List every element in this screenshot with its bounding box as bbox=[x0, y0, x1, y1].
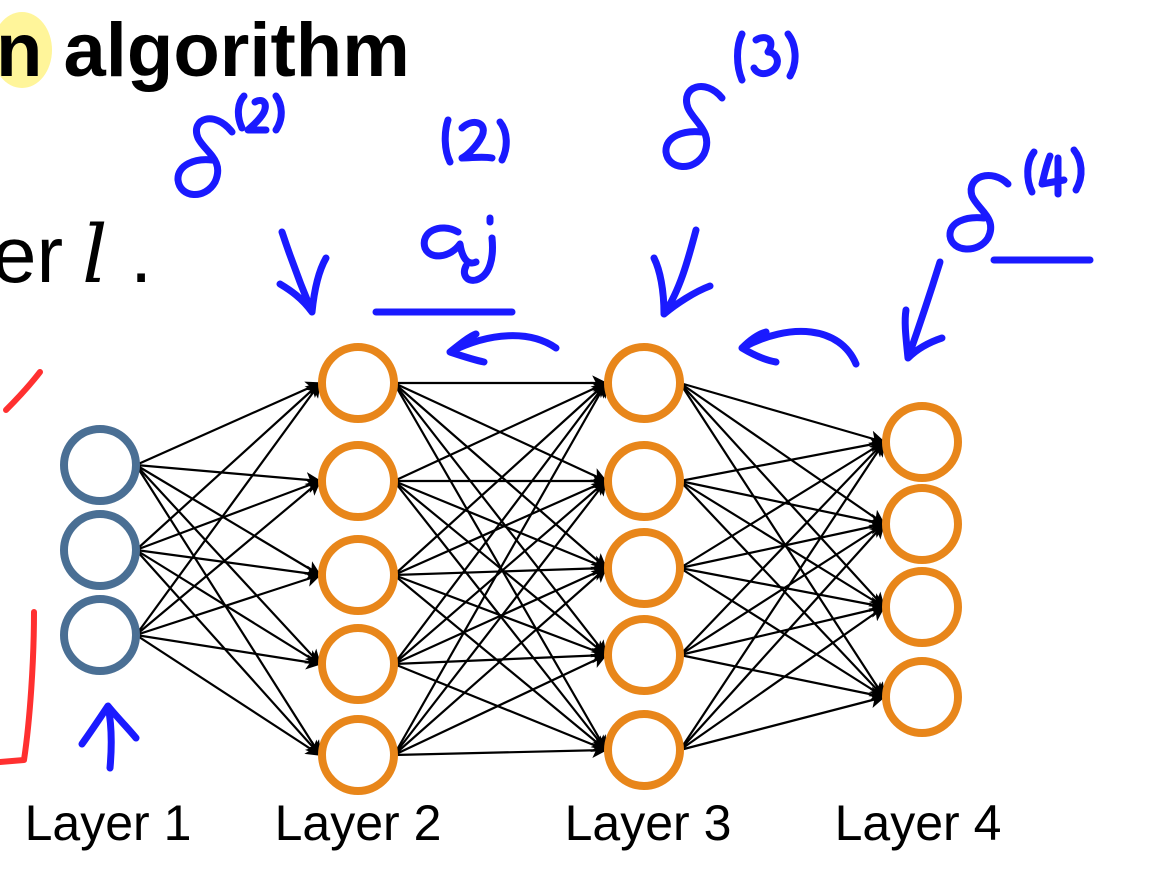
body-partial-word: er bbox=[0, 210, 63, 299]
a-j-l-handwritten bbox=[372, 116, 516, 316]
connection-l3-4-to-l4-3 bbox=[679, 602, 886, 657]
connection-l3-2-to-l4-2 bbox=[679, 479, 886, 529]
connection-l2-5-to-l3-5 bbox=[393, 742, 608, 759]
neuron-layer2-unit2 bbox=[318, 441, 398, 521]
connection-l2-4-to-l3-5 bbox=[393, 662, 608, 752]
delta-2-arrow bbox=[276, 228, 330, 316]
connection-l2-1-to-l3-4 bbox=[393, 382, 607, 657]
neuron-layer1-unit1 bbox=[60, 425, 140, 505]
handwritten-annotations bbox=[78, 30, 1094, 772]
neuron-layer1-unit2 bbox=[60, 510, 140, 590]
connection-l1-1-to-l2-4 bbox=[135, 464, 322, 666]
neuron-layer3-unit1 bbox=[604, 343, 684, 423]
connection-l2-4-to-l3-4 bbox=[393, 647, 608, 666]
input-up-arrow bbox=[78, 702, 140, 772]
layer-label-2: Layer 2 bbox=[275, 795, 442, 851]
connection-l1-2-to-l2-2 bbox=[135, 478, 322, 552]
neuron-layer3-unit2 bbox=[604, 441, 684, 521]
layer-label-3: Layer 3 bbox=[565, 795, 732, 851]
neuron-layer2-unit5 bbox=[318, 715, 398, 795]
neuron-layer4-unit1 bbox=[882, 402, 962, 482]
connection-l1-2-to-l2-1 bbox=[135, 381, 322, 551]
connection-l3-2-to-l4-3 bbox=[679, 480, 886, 608]
connection-l1-2-to-l2-4 bbox=[135, 549, 322, 665]
connection-l1-3-to-l2-1 bbox=[135, 381, 321, 636]
connection-l3-1-to-l4-1 bbox=[679, 381, 886, 446]
connection-l2-3-to-l3-2 bbox=[393, 479, 608, 577]
connection-l1-2-to-l2-3 bbox=[135, 548, 322, 581]
delta-3-arrow bbox=[650, 226, 714, 318]
connection-l1-3-to-l2-4 bbox=[135, 633, 322, 670]
connection-l3-4-to-l4-1 bbox=[679, 440, 886, 656]
connection-l2-4-to-l3-1 bbox=[393, 381, 607, 665]
connection-l1-1-to-l2-5 bbox=[135, 464, 321, 757]
layer-labels: Layer 1 Layer 2 Layer 3 Layer 4 bbox=[25, 795, 1002, 851]
connection-l3-1-to-l4-4 bbox=[679, 382, 885, 699]
connection-l3-3-to-l4-4 bbox=[679, 567, 886, 698]
connection-l2-4-to-l3-3 bbox=[393, 566, 608, 666]
title-text: n algorithm bbox=[0, 8, 410, 93]
math-variable-l: l bbox=[82, 208, 108, 301]
slide-title: n algorithm bbox=[0, 8, 410, 93]
neuron-layer1-unit3 bbox=[60, 595, 140, 675]
network-neurons bbox=[60, 343, 962, 795]
connection-l1-3-to-l2-2 bbox=[135, 480, 322, 636]
delta-3-handwritten bbox=[662, 30, 799, 170]
body-text-line: er l . bbox=[0, 208, 152, 301]
delta-4-handwritten bbox=[946, 146, 1094, 264]
connection-l2-5-to-l3-2 bbox=[393, 479, 607, 756]
delta-4-arrow bbox=[901, 258, 946, 362]
neuron-layer2-unit4 bbox=[318, 624, 398, 704]
connection-l2-5-to-l3-3 bbox=[393, 566, 608, 756]
connection-l1-3-to-l2-5 bbox=[135, 634, 322, 756]
connection-l3-5-to-l4-4 bbox=[679, 693, 886, 752]
neuron-layer2-unit1 bbox=[318, 343, 398, 423]
body-period: . bbox=[130, 210, 152, 299]
neuron-layer4-unit4 bbox=[882, 657, 962, 737]
connection-l2-2-to-l3-1 bbox=[393, 381, 608, 482]
neuron-layer2-unit3 bbox=[318, 535, 398, 615]
title-highlight bbox=[0, 12, 52, 88]
connection-l2-5-to-l3-1 bbox=[393, 381, 607, 756]
connection-l1-1-to-l2-3 bbox=[135, 464, 322, 576]
connection-l2-1-to-l3-5 bbox=[393, 382, 607, 752]
connection-l2-4-to-l3-2 bbox=[393, 479, 608, 665]
connection-l1-1-to-l2-1 bbox=[135, 381, 322, 467]
layer-label-1: Layer 1 bbox=[25, 795, 192, 851]
connection-l1-1-to-l2-2 bbox=[135, 463, 322, 488]
connection-l3-4-to-l4-2 bbox=[679, 523, 886, 656]
connection-l3-3-to-l4-2 bbox=[679, 519, 886, 570]
connection-l3-3-to-l4-1 bbox=[679, 441, 886, 569]
connection-l1-3-to-l2-3 bbox=[135, 571, 322, 637]
connection-l3-5-to-l4-3 bbox=[679, 606, 886, 751]
delta-2-handwritten bbox=[174, 92, 285, 198]
connection-l3-1-to-l4-3 bbox=[679, 382, 886, 609]
neuron-layer4-unit3 bbox=[882, 567, 962, 647]
connection-l3-2-to-l4-1 bbox=[679, 437, 886, 483]
connection-l2-3-to-l3-1 bbox=[393, 381, 608, 576]
backprop-arrow-3-4 bbox=[738, 328, 860, 368]
connection-l2-1-to-l3-3 bbox=[393, 382, 608, 570]
neuron-layer3-unit4 bbox=[604, 615, 684, 695]
connection-l2-5-to-l3-4 bbox=[393, 653, 608, 756]
neuron-layer4-unit2 bbox=[882, 484, 962, 564]
connection-l3-5-to-l4-2 bbox=[679, 522, 886, 751]
connection-l3-4-to-l4-4 bbox=[679, 653, 886, 702]
layer-label-4: Layer 4 bbox=[835, 795, 1002, 851]
network-connections bbox=[135, 375, 886, 759]
connection-l3-5-to-l4-1 bbox=[679, 440, 885, 751]
red-bracket bbox=[0, 369, 43, 765]
neuron-layer3-unit3 bbox=[604, 528, 684, 608]
neuron-layer3-unit5 bbox=[604, 710, 684, 790]
connection-l1-2-to-l2-5 bbox=[135, 549, 322, 757]
backprop-arrow-2-3 bbox=[446, 330, 560, 366]
connection-l3-3-to-l4-3 bbox=[679, 566, 886, 612]
connection-l3-1-to-l4-2 bbox=[679, 382, 886, 525]
